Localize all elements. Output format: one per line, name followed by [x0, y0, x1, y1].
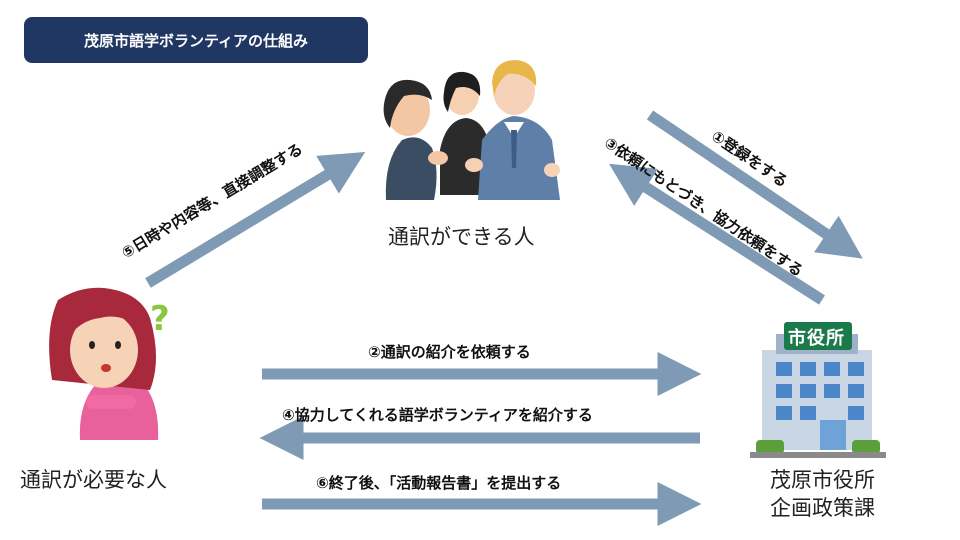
step-2-label: ②通訳の紹介を依頼する: [368, 343, 531, 361]
step-6-label: ⑥終了後、「活動報告書」を提出する: [316, 474, 562, 492]
svg-text:?: ?: [150, 299, 170, 339]
interpreter-label: 通訳ができる人: [388, 225, 535, 249]
arrow-step1: [646, 110, 863, 259]
step-4-label: ④協力してくれる語学ボランティアを紹介する: [282, 406, 593, 424]
city-hall-department: 企画政策課: [770, 496, 875, 520]
diagram-title: 茂原市語学ボランティアの仕組み: [24, 17, 368, 63]
city-hall-sign-text: 市役所: [788, 328, 845, 349]
city-hall-building-illustration: [750, 322, 886, 458]
requester-woman-illustration: ?: [49, 287, 170, 440]
city-hall-name: 茂原市役所: [770, 468, 875, 492]
requester-label: 通訳が必要な人: [20, 468, 167, 492]
arrow-step3: [609, 163, 825, 305]
interpreter-people-illustration: [383, 60, 560, 200]
arrow-step5: [145, 152, 366, 288]
